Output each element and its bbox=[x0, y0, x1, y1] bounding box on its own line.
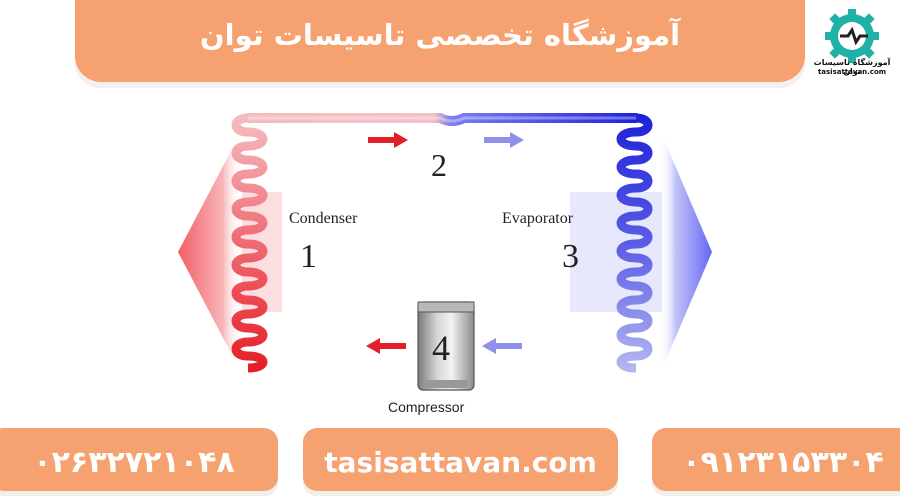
heat-out-arrow bbox=[178, 130, 242, 374]
logo-website: tasisattavan.com bbox=[817, 68, 887, 76]
heat-in-arrow bbox=[660, 130, 712, 374]
evaporator-label: Evaporator bbox=[502, 210, 574, 227]
website-link: tasisattavan.com bbox=[324, 445, 597, 479]
flow-arrow-top-right-icon bbox=[484, 132, 524, 148]
high-pressure-pipe-top bbox=[243, 113, 641, 126]
condenser-label: Condenser bbox=[289, 210, 358, 227]
condenser-coil bbox=[231, 113, 268, 373]
compressor-icon bbox=[417, 301, 475, 391]
compressor-label: Compressor bbox=[388, 399, 465, 415]
flow-arrow-bottom-right-icon bbox=[482, 338, 522, 354]
flow-arrow-top-left-icon bbox=[368, 132, 408, 148]
compressor-number: 4 bbox=[432, 328, 450, 368]
refrigeration-cycle-diagram: Condenser 1 2 Evaporator 3 4 Compressor bbox=[178, 113, 712, 415]
website-badge[interactable]: tasisattavan.com bbox=[303, 428, 618, 496]
phone-mobile: ۰۹۱۲۳۱۵۳۳۰۴ bbox=[682, 444, 884, 480]
phone-landline-badge[interactable]: ۰۲۶۳۲۷۲۱۰۴۸ bbox=[0, 428, 278, 496]
expansion-number: 2 bbox=[431, 147, 447, 183]
evaporator-coil bbox=[616, 113, 653, 373]
condenser-number: 1 bbox=[300, 238, 317, 275]
logo-name: آموزشگاه تاسیسات توان bbox=[813, 58, 891, 76]
evaporator-number: 3 bbox=[562, 238, 579, 275]
academy-logo bbox=[825, 9, 879, 63]
flow-arrow-bottom-left-icon bbox=[366, 338, 406, 354]
page-title: آموزشگاه تخصصی تاسیسات توان bbox=[199, 18, 681, 52]
phone-landline: ۰۲۶۳۲۷۲۱۰۴۸ bbox=[33, 444, 235, 480]
phone-mobile-badge[interactable]: ۰۹۱۲۳۱۵۳۳۰۴ bbox=[652, 428, 900, 496]
header-banner bbox=[75, 0, 805, 88]
